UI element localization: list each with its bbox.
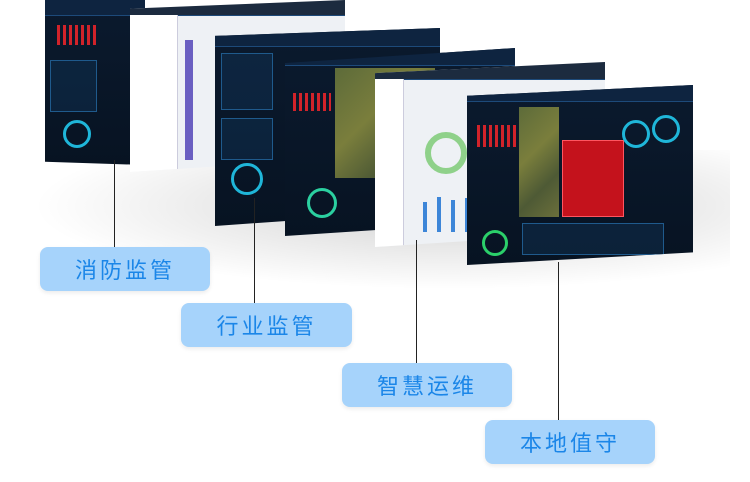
connector-line-operations xyxy=(416,240,417,363)
label-fire-supervision: 消防监管 xyxy=(40,247,210,291)
connector-line-industry xyxy=(254,198,255,303)
screenshot-local-duty-dashboard xyxy=(467,85,693,265)
connector-line-fire xyxy=(114,160,115,248)
label-industry-supervision: 行业监管 xyxy=(181,303,352,347)
label-smart-operations: 智慧运维 xyxy=(342,363,512,407)
connector-line-local xyxy=(558,262,559,420)
screenshot-fire-dashboard xyxy=(45,0,145,165)
label-local-duty: 本地值守 xyxy=(485,420,655,464)
